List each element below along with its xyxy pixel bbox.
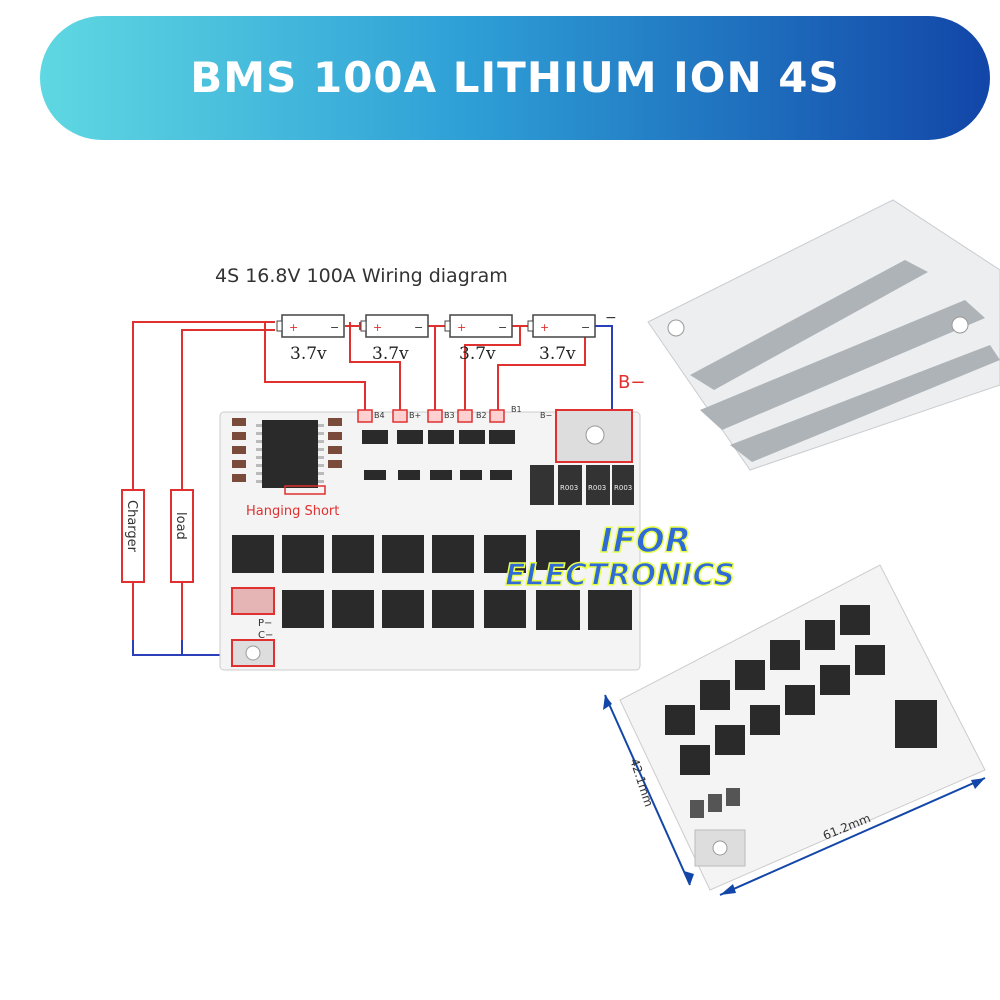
cell-voltage: 3.7v xyxy=(459,344,496,364)
battery-minus: − xyxy=(498,321,507,334)
cell-voltage: 3.7v xyxy=(290,344,327,364)
battery-cells: + − 3.7v + − 3.7v + − 3.7v + − 3.7v xyxy=(276,314,596,364)
title-banner: BMS 100A LITHIUM ION 4S xyxy=(40,16,990,140)
pad-label: B+ xyxy=(409,411,421,420)
balance-pads xyxy=(357,409,505,423)
resistor-mark: R003 xyxy=(614,484,632,492)
diagram-title: 4S 16.8V 100A Wiring diagram xyxy=(215,265,508,287)
battery-plus: + xyxy=(540,321,549,334)
mosfet-row-top xyxy=(232,530,580,573)
mosfet-row-bottom xyxy=(282,590,632,630)
cell-voltage: 3.7v xyxy=(539,344,576,364)
charger-terminal: Charger xyxy=(121,489,145,583)
charger-label: Charger xyxy=(124,500,139,553)
bms-board-front: B4 B+ B3 B2 B1 B− R003 R003 R003 Hanging… xyxy=(219,405,641,671)
battery-cell: + − 3.7v xyxy=(276,314,345,364)
pad-label: B1 xyxy=(511,405,522,414)
p-minus-pad xyxy=(231,587,275,615)
battery-cell: + − 3.7v xyxy=(527,314,596,364)
watermark-line1: IFOR xyxy=(600,521,691,561)
battery-plus: + xyxy=(457,321,466,334)
bms-ic-chip xyxy=(262,420,318,488)
watermark-line2: ELECTRONICS xyxy=(505,558,735,593)
shunt-resistors: R003 R003 R003 xyxy=(530,465,634,505)
battery-plus: + xyxy=(289,321,298,334)
battery-cell: + − 3.7v xyxy=(360,314,429,364)
pad-label: B4 xyxy=(374,411,385,420)
pack-negative-label: B− xyxy=(618,372,645,393)
c-minus-label: C− xyxy=(258,630,273,641)
battery-cell: + − 3.7v xyxy=(444,314,513,364)
p-minus-label: P− xyxy=(258,618,272,629)
load-terminal: load xyxy=(170,489,194,583)
blue-wires xyxy=(132,325,613,656)
battery-minus: − xyxy=(330,321,339,334)
resistor-mark: R003 xyxy=(588,484,606,492)
pad-label: B3 xyxy=(444,411,455,420)
battery-minus: − xyxy=(581,321,590,334)
pad-label: B− xyxy=(540,411,552,420)
load-label: load xyxy=(173,512,188,540)
battery-plus: + xyxy=(373,321,382,334)
cell-voltage: 3.7v xyxy=(372,344,409,364)
pack-minus-sign: − xyxy=(605,310,617,326)
resistor-mark: R003 xyxy=(560,484,578,492)
banner-title: BMS 100A LITHIUM ION 4S xyxy=(190,53,840,102)
hanging-short-label: Hanging Short xyxy=(246,504,339,519)
battery-minus: − xyxy=(414,321,423,334)
pad-label: B2 xyxy=(476,411,487,420)
